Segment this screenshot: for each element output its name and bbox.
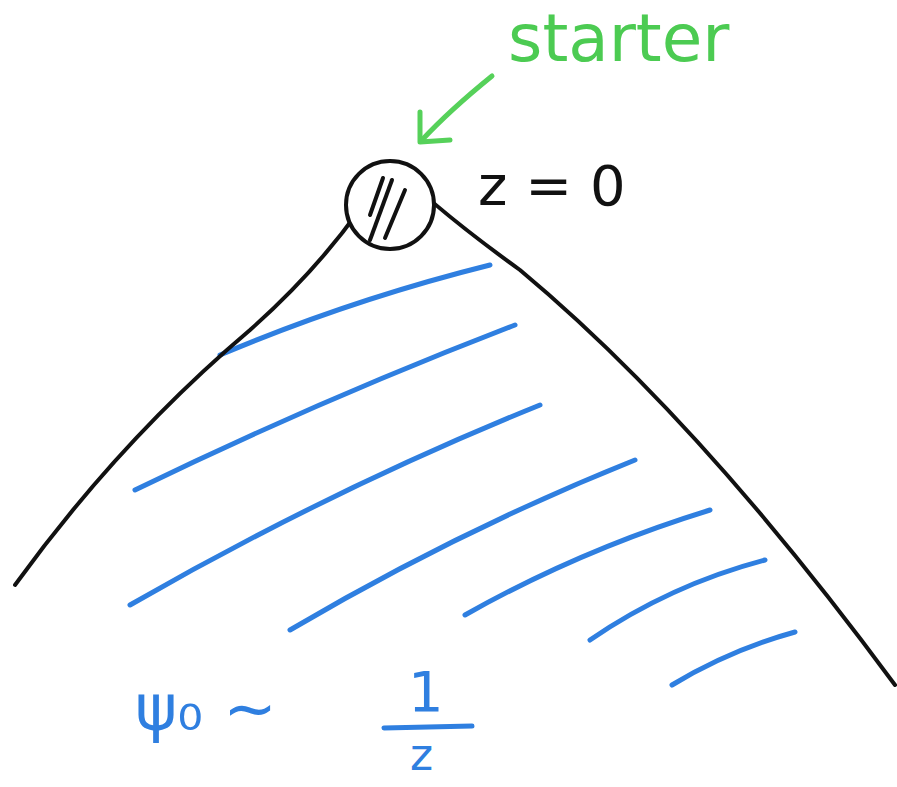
peak-outline: [15, 162, 895, 685]
starter-circle: [346, 161, 434, 249]
starter-arrow: [420, 76, 492, 142]
fraction-bar: [384, 726, 472, 728]
psi-label: ψ₀ ~: [135, 676, 277, 740]
coordinate-label: z = 0: [478, 158, 626, 214]
blue-hatching: [130, 265, 795, 685]
fraction-numerator: 1: [408, 664, 444, 720]
fraction-denominator: z: [410, 733, 433, 777]
starter-label: starter: [508, 6, 729, 72]
